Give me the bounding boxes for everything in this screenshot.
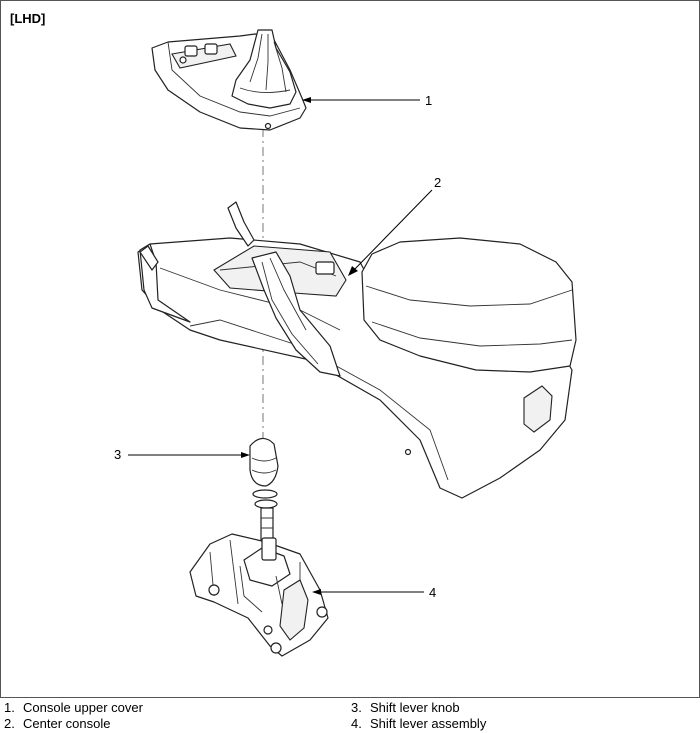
legend-item: 3. Shift lever knob [347,700,460,715]
parts-legend: 1. Console upper cover 2. Center console 3… [0,699,700,733]
callout-3: 3 [114,447,122,462]
legend-item-number: 4. [351,716,362,731]
legend-item-number: 1. [4,700,15,715]
shift-lever-knob-drawing [249,437,279,545]
leader-arrow-3 [241,452,250,458]
callout-2: 2 [434,175,442,190]
center-console-drawing [137,201,577,499]
figure-tag: [LHD] [10,11,46,26]
leader-arrow-1 [302,97,311,103]
callout-1: 1 [425,93,433,108]
exploded-view-illustration [128,29,577,657]
legend-item: 4. Shift lever assembly [347,716,486,731]
shift-lever-assembly-drawing [189,533,329,657]
legend-item-label: Shift lever knob [370,700,460,715]
legend-item-number: 3. [351,700,362,715]
legend-item: 1. Console upper cover [0,700,143,715]
legend-item: 2. Center console [0,716,110,731]
legend-item-label: Console upper cover [23,700,143,715]
leader-arrow-2 [348,266,358,276]
console-upper-cover-drawing [151,29,307,131]
legend-item-label: Center console [23,716,111,731]
leader-line-2 [351,189,433,273]
callout-4: 4 [429,585,437,600]
legend-item-label: Shift lever assembly [370,716,487,731]
legend-item-number: 2. [4,716,15,731]
leader-arrow-4 [312,589,321,595]
